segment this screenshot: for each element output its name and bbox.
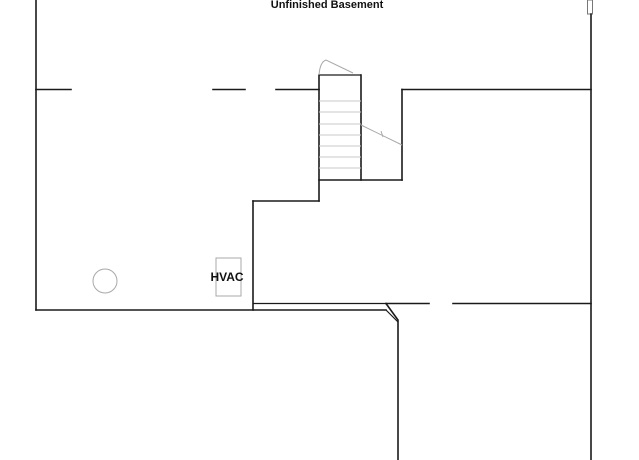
angled-wall (384, 302, 399, 460)
wall-fixture-icon (587, 0, 593, 15)
water-heater-icon (92, 268, 118, 294)
hvac-unit-icon (215, 257, 242, 297)
stair-curve (318, 59, 354, 76)
stair-direction-arrow (360, 124, 403, 146)
stair-direction-tick (380, 130, 384, 138)
angled-wall-inner (385, 309, 399, 323)
room-label: Unfinished Basement (271, 0, 384, 11)
stair-treads (319, 100, 361, 169)
hvac-label: HVAC (210, 270, 243, 284)
